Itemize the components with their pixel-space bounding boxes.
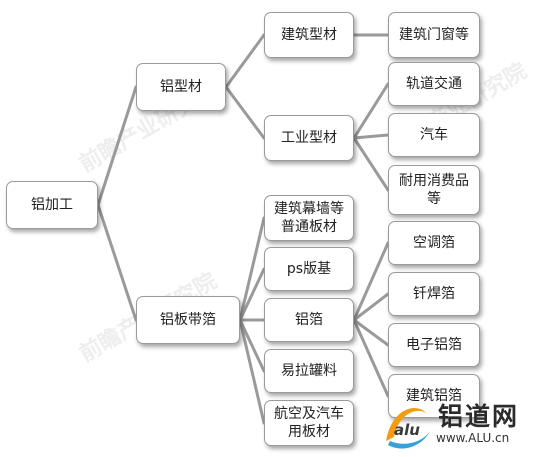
node-level3: 钎焊箔 bbox=[388, 272, 480, 316]
node-level2: 工业型材 bbox=[264, 115, 354, 161]
node-level3: 电子铝箔 bbox=[388, 323, 480, 367]
node-level3: 耐用消费品 等 bbox=[388, 165, 480, 215]
node-level2: 铝箔 bbox=[264, 298, 354, 342]
node-root: 铝加工 bbox=[6, 181, 98, 229]
logo-url: www.ALU.cn bbox=[436, 431, 510, 445]
logo: alu 铝道网 www.ALU.cn bbox=[378, 395, 536, 457]
node-level3: 空调箔 bbox=[388, 221, 480, 265]
node-level1-sheet-strip-foil: 铝板带箔 bbox=[136, 296, 240, 344]
node-level2: ps版基 bbox=[264, 247, 354, 291]
node-level3: 轨道交通 bbox=[388, 62, 480, 106]
alu-logo-icon: alu bbox=[386, 407, 430, 449]
node-level2: 建筑幕墙等 普通板材 bbox=[264, 195, 354, 241]
node-level1-profiles: 铝型材 bbox=[136, 63, 226, 111]
node-level3: 汽车 bbox=[388, 113, 480, 157]
node-level3: 建筑门窗等 bbox=[388, 12, 480, 58]
node-level3: 建筑铝箔 bbox=[388, 374, 480, 418]
node-level2: 航空及汽车 用板材 bbox=[264, 400, 354, 446]
logo-mark-text: alu bbox=[394, 421, 420, 439]
logo-name: 铝道网 bbox=[438, 402, 520, 431]
node-level2: 易拉罐料 bbox=[264, 349, 354, 393]
node-level2: 建筑型材 bbox=[264, 12, 354, 58]
